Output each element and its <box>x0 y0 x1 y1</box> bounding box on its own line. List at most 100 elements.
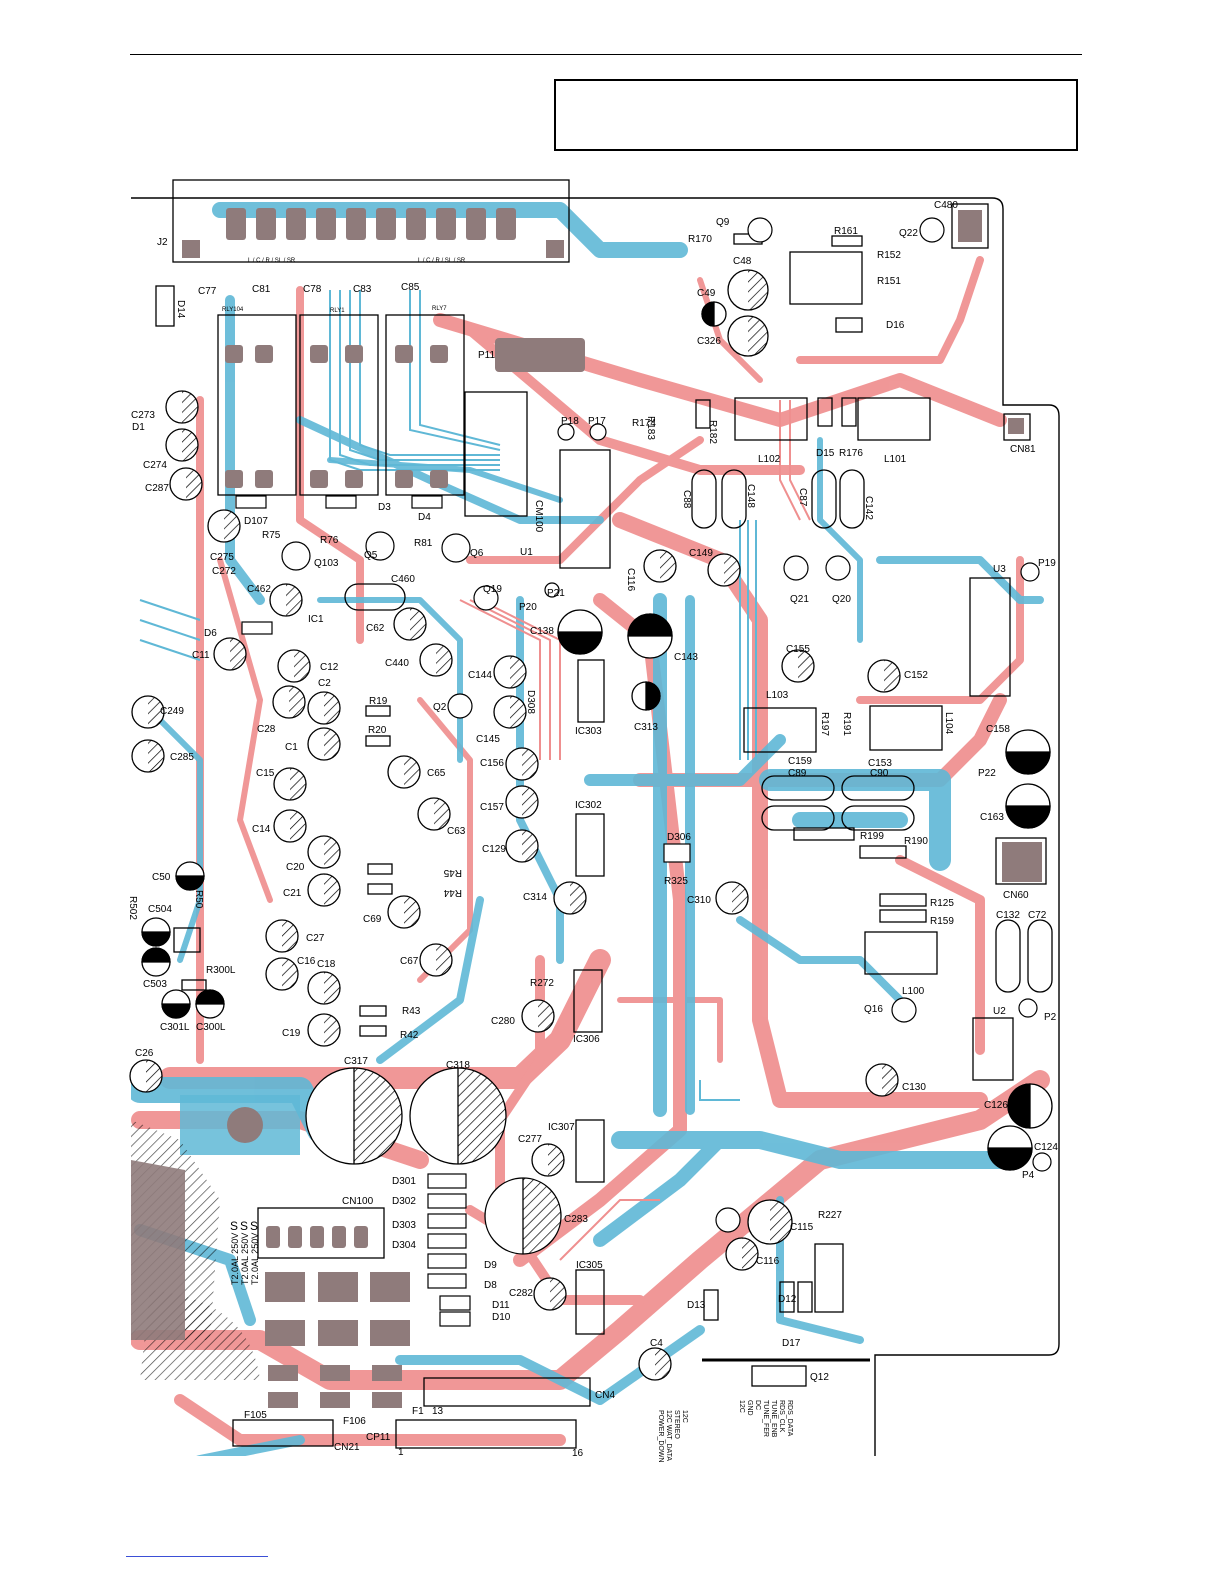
component-label-Q20: Q20 <box>832 594 851 605</box>
component-label-C116: C116 <box>625 568 636 592</box>
r227-outline <box>814 1243 844 1313</box>
ic303-outline <box>577 659 605 723</box>
component-label-Q16: Q16 <box>864 1004 883 1015</box>
component-label-C326: C326 <box>697 336 721 347</box>
component-label-C2: C2 <box>318 678 331 689</box>
fuse-rating-label: T2.0AL 250V <box>250 1233 260 1285</box>
fuse-mark: S <box>230 1219 238 1233</box>
component-label-C88: C88 <box>681 490 692 509</box>
component-label-D12: D12 <box>778 1294 797 1305</box>
j2-outline <box>172 179 570 263</box>
component-label-Q22: Q22 <box>899 228 918 239</box>
component-label-CM100: CM100 <box>533 500 544 533</box>
cn4-signal-label: RDS_DATA <box>786 1400 793 1437</box>
relay-label: RLY104 <box>222 307 244 313</box>
component-label-C11: C11 <box>192 650 210 661</box>
cn4-outline <box>423 1377 591 1407</box>
component-label-C148: C148 <box>745 484 756 508</box>
diode-stack <box>235 495 691 1327</box>
component-label-C126: C126 <box>984 1100 1008 1111</box>
component-label-C138: C138 <box>530 626 554 637</box>
cm100-outline <box>559 449 611 569</box>
component-label-CN4: CN4 <box>595 1390 615 1401</box>
component-label-D1: D1 <box>132 422 145 433</box>
component-label-R197: R197 <box>819 712 830 736</box>
component-label-L104: L104 <box>943 712 954 735</box>
component-label-C317: C317 <box>344 1056 368 1067</box>
component-label-C152: C152 <box>904 670 928 681</box>
component-label-IC1: IC1 <box>308 614 324 625</box>
component-label-R81: R81 <box>414 538 433 549</box>
component-label-R190: R190 <box>904 836 928 847</box>
component-label-P19: P19 <box>1038 558 1056 569</box>
cn100-pads <box>266 1226 368 1248</box>
component-label-C287: C287 <box>145 483 169 494</box>
component-label-C116b: C116 <box>756 1256 780 1267</box>
component-label-Q21: Q21 <box>790 594 809 605</box>
component-label-C301L: C301L <box>160 1022 190 1033</box>
component-label-C49: C49 <box>697 288 716 299</box>
component-label-R43: R43 <box>402 1006 421 1017</box>
board-artwork <box>131 202 1050 1456</box>
ic306-outline <box>573 969 603 1033</box>
component-label-P21: P21 <box>547 588 565 599</box>
component-label-D107: D107 <box>244 516 268 527</box>
component-label-R272: R272 <box>530 978 554 989</box>
component-label-C26: C26 <box>135 1048 154 1059</box>
component-label-D14: D14 <box>175 300 186 319</box>
component-label-IC306: IC306 <box>573 1034 600 1045</box>
component-label-D4: D4 <box>418 512 431 523</box>
relay-outline <box>385 314 465 496</box>
component-label-Q6: Q6 <box>470 548 484 559</box>
component-label-C272: C272 <box>212 566 236 577</box>
component-label-Q9: Q9 <box>716 217 730 228</box>
component-label-C83: C83 <box>353 284 372 295</box>
component-label-C115: C115 <box>790 1222 814 1233</box>
component-label-C313: C313 <box>634 722 658 733</box>
component-label-C27: C27 <box>306 933 325 944</box>
ic302-outline <box>575 813 605 877</box>
component-label-C63: C63 <box>447 826 466 837</box>
relay-outline <box>217 314 297 496</box>
cn81-outline <box>1003 413 1031 441</box>
cn4-signal-label: RDS_CLK <box>778 1400 785 1433</box>
component-label-Q5: Q5 <box>364 550 378 561</box>
relay-block-outline <box>789 251 863 305</box>
component-label-D8: D8 <box>484 1280 497 1291</box>
component-label-Q103: Q103 <box>314 558 339 569</box>
cn4-signal-label: DC <box>754 1400 761 1410</box>
component-label-IC305: IC305 <box>576 1260 603 1271</box>
cp11-outline <box>395 1419 577 1449</box>
component-label-P2: P2 <box>1044 1012 1057 1023</box>
component-label-L103: L103 <box>766 690 789 701</box>
component-label-C87: C87 <box>797 488 808 507</box>
cn4-signal-label: 12C WAT_DATA <box>665 1410 672 1461</box>
cn4-signal-label: POWER_DOWN <box>657 1410 664 1463</box>
l102-outline <box>734 397 808 441</box>
component-label-C462: C462 <box>247 584 271 595</box>
component-label-R191: R191 <box>841 712 852 736</box>
component-label-CN60: CN60 <box>1003 890 1029 901</box>
component-label-IC303: IC303 <box>575 726 602 737</box>
component-label-R325: R325 <box>664 876 688 887</box>
component-label-C16: C16 <box>297 956 316 967</box>
component-label-F106: F106 <box>343 1416 366 1427</box>
u3-outline <box>969 577 1011 697</box>
component-label-C48: C48 <box>733 256 752 267</box>
component-label-C81: C81 <box>252 284 271 295</box>
component-label-C1: C1 <box>285 742 298 753</box>
component-label-D302: D302 <box>392 1196 416 1207</box>
component-label-C77: C77 <box>198 286 217 297</box>
l101-outline <box>857 397 931 441</box>
component-label-C282: C282 <box>509 1288 533 1299</box>
component-label-C275: C275 <box>210 552 234 563</box>
c480-outline <box>951 203 989 249</box>
component-label-C156: C156 <box>480 758 504 769</box>
component-label-R125: R125 <box>930 898 954 909</box>
component-label-pin1: 1 <box>398 1447 404 1458</box>
component-label-C144: C144 <box>468 670 492 681</box>
component-label-R183: R183 <box>645 416 656 440</box>
component-label-C129: C129 <box>482 844 506 855</box>
component-label-Q12: Q12 <box>810 1372 829 1383</box>
